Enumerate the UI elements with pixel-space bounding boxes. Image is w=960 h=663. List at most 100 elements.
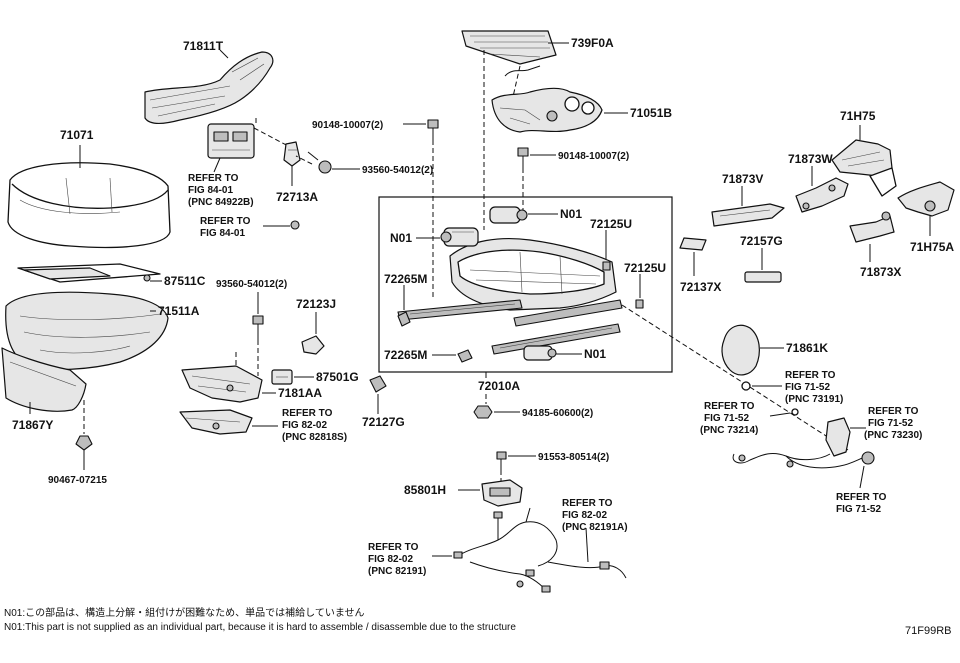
part-72125U-b[interactable] xyxy=(635,299,644,309)
label-72157G: 72157G xyxy=(740,234,783,248)
screw-93560-upper[interactable] xyxy=(307,151,332,174)
part-71051B[interactable] xyxy=(491,65,603,133)
label-71873X: 71873X xyxy=(860,265,901,279)
ref-71-52-c[interactable]: REFER TO FIG 71-52 (PNC 73230) xyxy=(864,406,922,441)
part-72125U-a[interactable] xyxy=(602,261,611,271)
label-bolt-90148-left: 90148-10007(2) xyxy=(312,120,383,131)
part-71811T[interactable] xyxy=(144,51,274,125)
part-71873X[interactable] xyxy=(849,211,895,243)
part-7181AA[interactable] xyxy=(181,365,263,403)
ref-71-52-c-line1: REFER TO xyxy=(868,406,919,417)
ref-84-01-a[interactable]: REFER TO FIG 84-01 (PNC 84922B) xyxy=(188,173,254,208)
diagram-code: 71F99RB xyxy=(905,625,952,637)
ref-71-52-b-line1: REFER TO xyxy=(704,401,755,412)
part-73230-buckle[interactable] xyxy=(732,417,869,469)
ref-82-02-c-line1: REFER TO xyxy=(368,542,419,553)
clip-90467[interactable] xyxy=(75,435,93,451)
ref-84-01-b[interactable]: REFER TO FIG 84-01 xyxy=(200,216,251,239)
part-85801H[interactable] xyxy=(481,479,523,507)
label-71873W: 71873W xyxy=(788,152,833,166)
ref-84-01-a-line1: REFER TO xyxy=(188,173,239,184)
wire-harness-82191[interactable] xyxy=(453,507,627,593)
ref-71-52-a-line2: FIG 71-52 xyxy=(785,382,830,393)
label-7181AA: 7181AA xyxy=(278,386,322,400)
washer-73191[interactable] xyxy=(741,381,751,391)
part-72123J[interactable] xyxy=(301,335,325,355)
ref-84-01-b-line2: FIG 84-01 xyxy=(200,228,245,239)
washer-73214[interactable] xyxy=(791,408,799,416)
label-71511A: 71511A xyxy=(158,304,200,318)
part-84922B-module[interactable] xyxy=(207,123,255,159)
clip-84-01[interactable] xyxy=(290,220,300,230)
footnote-japanese: N01:この部品は、構造上分解・組付けが困難なため、単品では補給していません xyxy=(4,608,365,619)
part-71511A[interactable] xyxy=(5,291,169,371)
footnote-english: N01:This part is not supplied as an indi… xyxy=(4,622,516,633)
screw-91553[interactable] xyxy=(496,451,507,470)
part-N01-motor-left[interactable] xyxy=(440,227,479,247)
label-N01-lower: N01 xyxy=(584,347,606,361)
ref-71-52-b[interactable]: REFER TO FIG 71-52 (PNC 73214) xyxy=(700,401,758,436)
label-72127G: 72127G xyxy=(362,415,405,429)
ref-82-02-b-line1: REFER TO xyxy=(562,498,613,509)
ref-82-02-c[interactable]: REFER TO FIG 82-02 (PNC 82191) xyxy=(368,542,426,577)
part-71861K[interactable] xyxy=(721,324,760,376)
part-N01-motor-lower[interactable] xyxy=(523,345,557,361)
ref-84-01-a-line2: FIG 84-01 xyxy=(188,185,233,196)
label-71873V: 71873V xyxy=(722,172,763,186)
part-71H75A[interactable] xyxy=(897,181,955,217)
ref-71-52-a[interactable]: REFER TO FIG 71-52 (PNC 73191) xyxy=(785,370,843,405)
ref-82-02-b-line3: (PNC 82191A) xyxy=(562,522,628,533)
part-72137X[interactable] xyxy=(679,237,707,251)
ref-82-02-c-line2: FIG 82-02 xyxy=(368,554,413,565)
label-71H75A: 71H75A xyxy=(910,240,954,254)
part-72265M-a[interactable] xyxy=(397,311,411,327)
part-72713A[interactable] xyxy=(283,141,301,167)
part-72265M-b[interactable] xyxy=(457,349,473,363)
ref-82-02-c-line3: (PNC 82191) xyxy=(368,566,426,577)
nut-94185[interactable] xyxy=(473,405,493,419)
label-clip-90467: 90467-07215 xyxy=(48,475,107,486)
label-72265M-b: 72265M xyxy=(384,348,427,362)
ref-71-52-d-line1: REFER TO xyxy=(836,492,887,503)
label-N01-left: N01 xyxy=(390,231,412,245)
label-screw-93560-lower: 93560-54012(2) xyxy=(216,279,287,290)
label-71811T: 71811T xyxy=(183,39,224,53)
label-739F0A: 739F0A xyxy=(571,36,614,50)
part-71071[interactable] xyxy=(7,162,171,249)
label-nut-94185: 94185-60600(2) xyxy=(522,408,593,419)
label-71861K: 71861K xyxy=(786,341,828,355)
part-71873W[interactable] xyxy=(795,177,849,213)
label-71H75: 71H75 xyxy=(840,109,876,123)
label-87511C: 87511C xyxy=(164,274,206,288)
assembly-box-72010A xyxy=(378,196,673,373)
part-739F0A[interactable] xyxy=(461,30,557,65)
part-87511C[interactable] xyxy=(17,263,161,283)
label-72125U-a: 72125U xyxy=(590,217,632,231)
sensor-71-52[interactable] xyxy=(861,451,875,465)
label-72713A: 72713A xyxy=(276,190,318,204)
part-71873V[interactable] xyxy=(711,203,785,227)
ref-82-02-a-line1: REFER TO xyxy=(282,408,333,419)
ref-82-02-a[interactable]: REFER TO FIG 82-02 (PNC 82818S) xyxy=(282,408,347,443)
label-72137X: 72137X xyxy=(680,280,721,294)
label-71867Y: 71867Y xyxy=(12,418,53,432)
part-72010A-frame[interactable] xyxy=(397,237,623,355)
part-87501G[interactable] xyxy=(271,369,293,385)
part-72127G[interactable] xyxy=(369,375,387,393)
ref-82-02-b[interactable]: REFER TO FIG 82-02 (PNC 82191A) xyxy=(562,498,628,533)
ref-82-02-a-line3: (PNC 82818S) xyxy=(282,432,347,443)
part-N01-motor-upper[interactable] xyxy=(489,206,528,224)
bolt-90148-left[interactable] xyxy=(427,119,439,140)
label-85801H: 85801H xyxy=(404,483,446,497)
ref-71-52-a-line1: REFER TO xyxy=(785,370,836,381)
part-71H75[interactable] xyxy=(831,139,897,197)
part-82818S[interactable] xyxy=(179,409,253,435)
label-72265M-a: 72265M xyxy=(384,272,427,286)
ref-71-52-d[interactable]: REFER TO FIG 71-52 xyxy=(836,492,887,515)
ref-84-01-a-line3: (PNC 84922B) xyxy=(188,197,254,208)
screw-93560-lower[interactable] xyxy=(252,315,264,340)
bolt-90148-right[interactable] xyxy=(517,147,529,168)
ref-71-52-c-line3: (PNC 73230) xyxy=(864,430,922,441)
part-72157G[interactable] xyxy=(744,271,782,283)
ref-71-52-c-line2: FIG 71-52 xyxy=(868,418,913,429)
